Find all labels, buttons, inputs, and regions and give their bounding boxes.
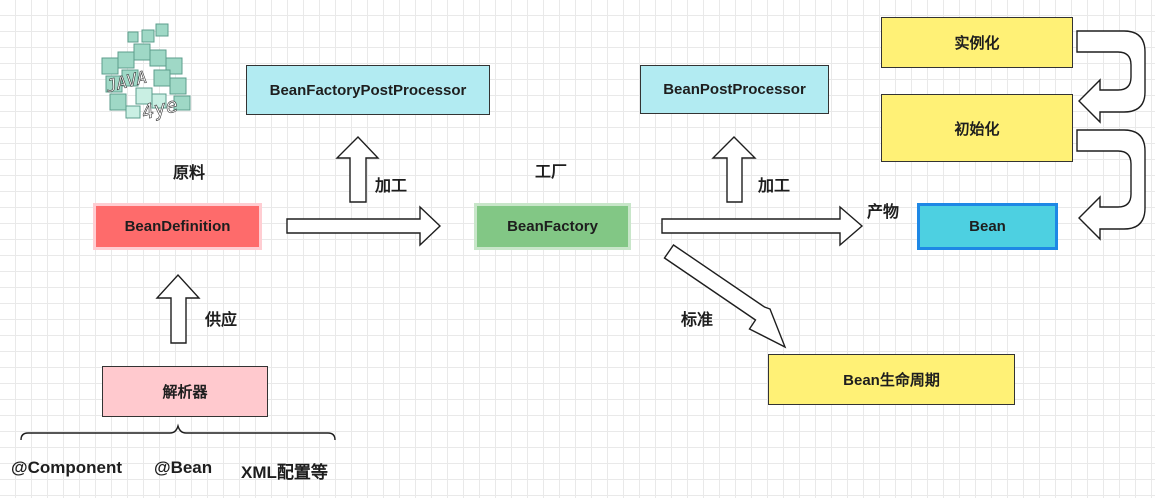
product-label: 产物 (867, 204, 900, 221)
sources-brace (20, 423, 336, 441)
parser-box: 解析器 (102, 366, 268, 417)
bean-factory-box: BeanFactory (474, 203, 631, 250)
source-bean: @Bean (154, 458, 213, 477)
source-component: @Component (11, 458, 123, 477)
logo-text-bottom: 4ye (139, 92, 180, 124)
factory-label: 工厂 (535, 164, 568, 181)
initialize-box: 初始化 (881, 94, 1073, 162)
process-arrow-left (335, 135, 380, 203)
standard-label: 标准 (681, 312, 714, 329)
process-arrow-right (711, 136, 757, 203)
arrow-factory-to-bean (661, 205, 864, 247)
supply-arrow (155, 273, 201, 344)
supply-label: 供应 (205, 312, 238, 329)
bean-factory-post-processor-box: BeanFactoryPostProcessor (246, 65, 490, 115)
process-label-left: 加工 (375, 178, 408, 195)
arrow-to-lifecycle (663, 244, 787, 349)
bean-box: Bean (917, 203, 1058, 250)
java4ye-logo: JAVA 4ye (101, 23, 191, 125)
process-label-right: 加工 (758, 178, 791, 195)
bean-post-processor-box: BeanPostProcessor (640, 65, 829, 114)
instantiate-box: 实例化 (881, 17, 1073, 68)
raw-material-label: 原料 (173, 165, 206, 182)
bean-lifecycle-box: Bean生命周期 (768, 354, 1015, 405)
bean-definition-box: BeanDefinition (93, 203, 262, 250)
arrow-initialize-to-bean (1076, 129, 1146, 241)
source-xml: XML配置等 (241, 463, 328, 482)
arrow-instantiate-to-initialize (1076, 30, 1146, 124)
arrow-def-to-factory (286, 205, 442, 247)
